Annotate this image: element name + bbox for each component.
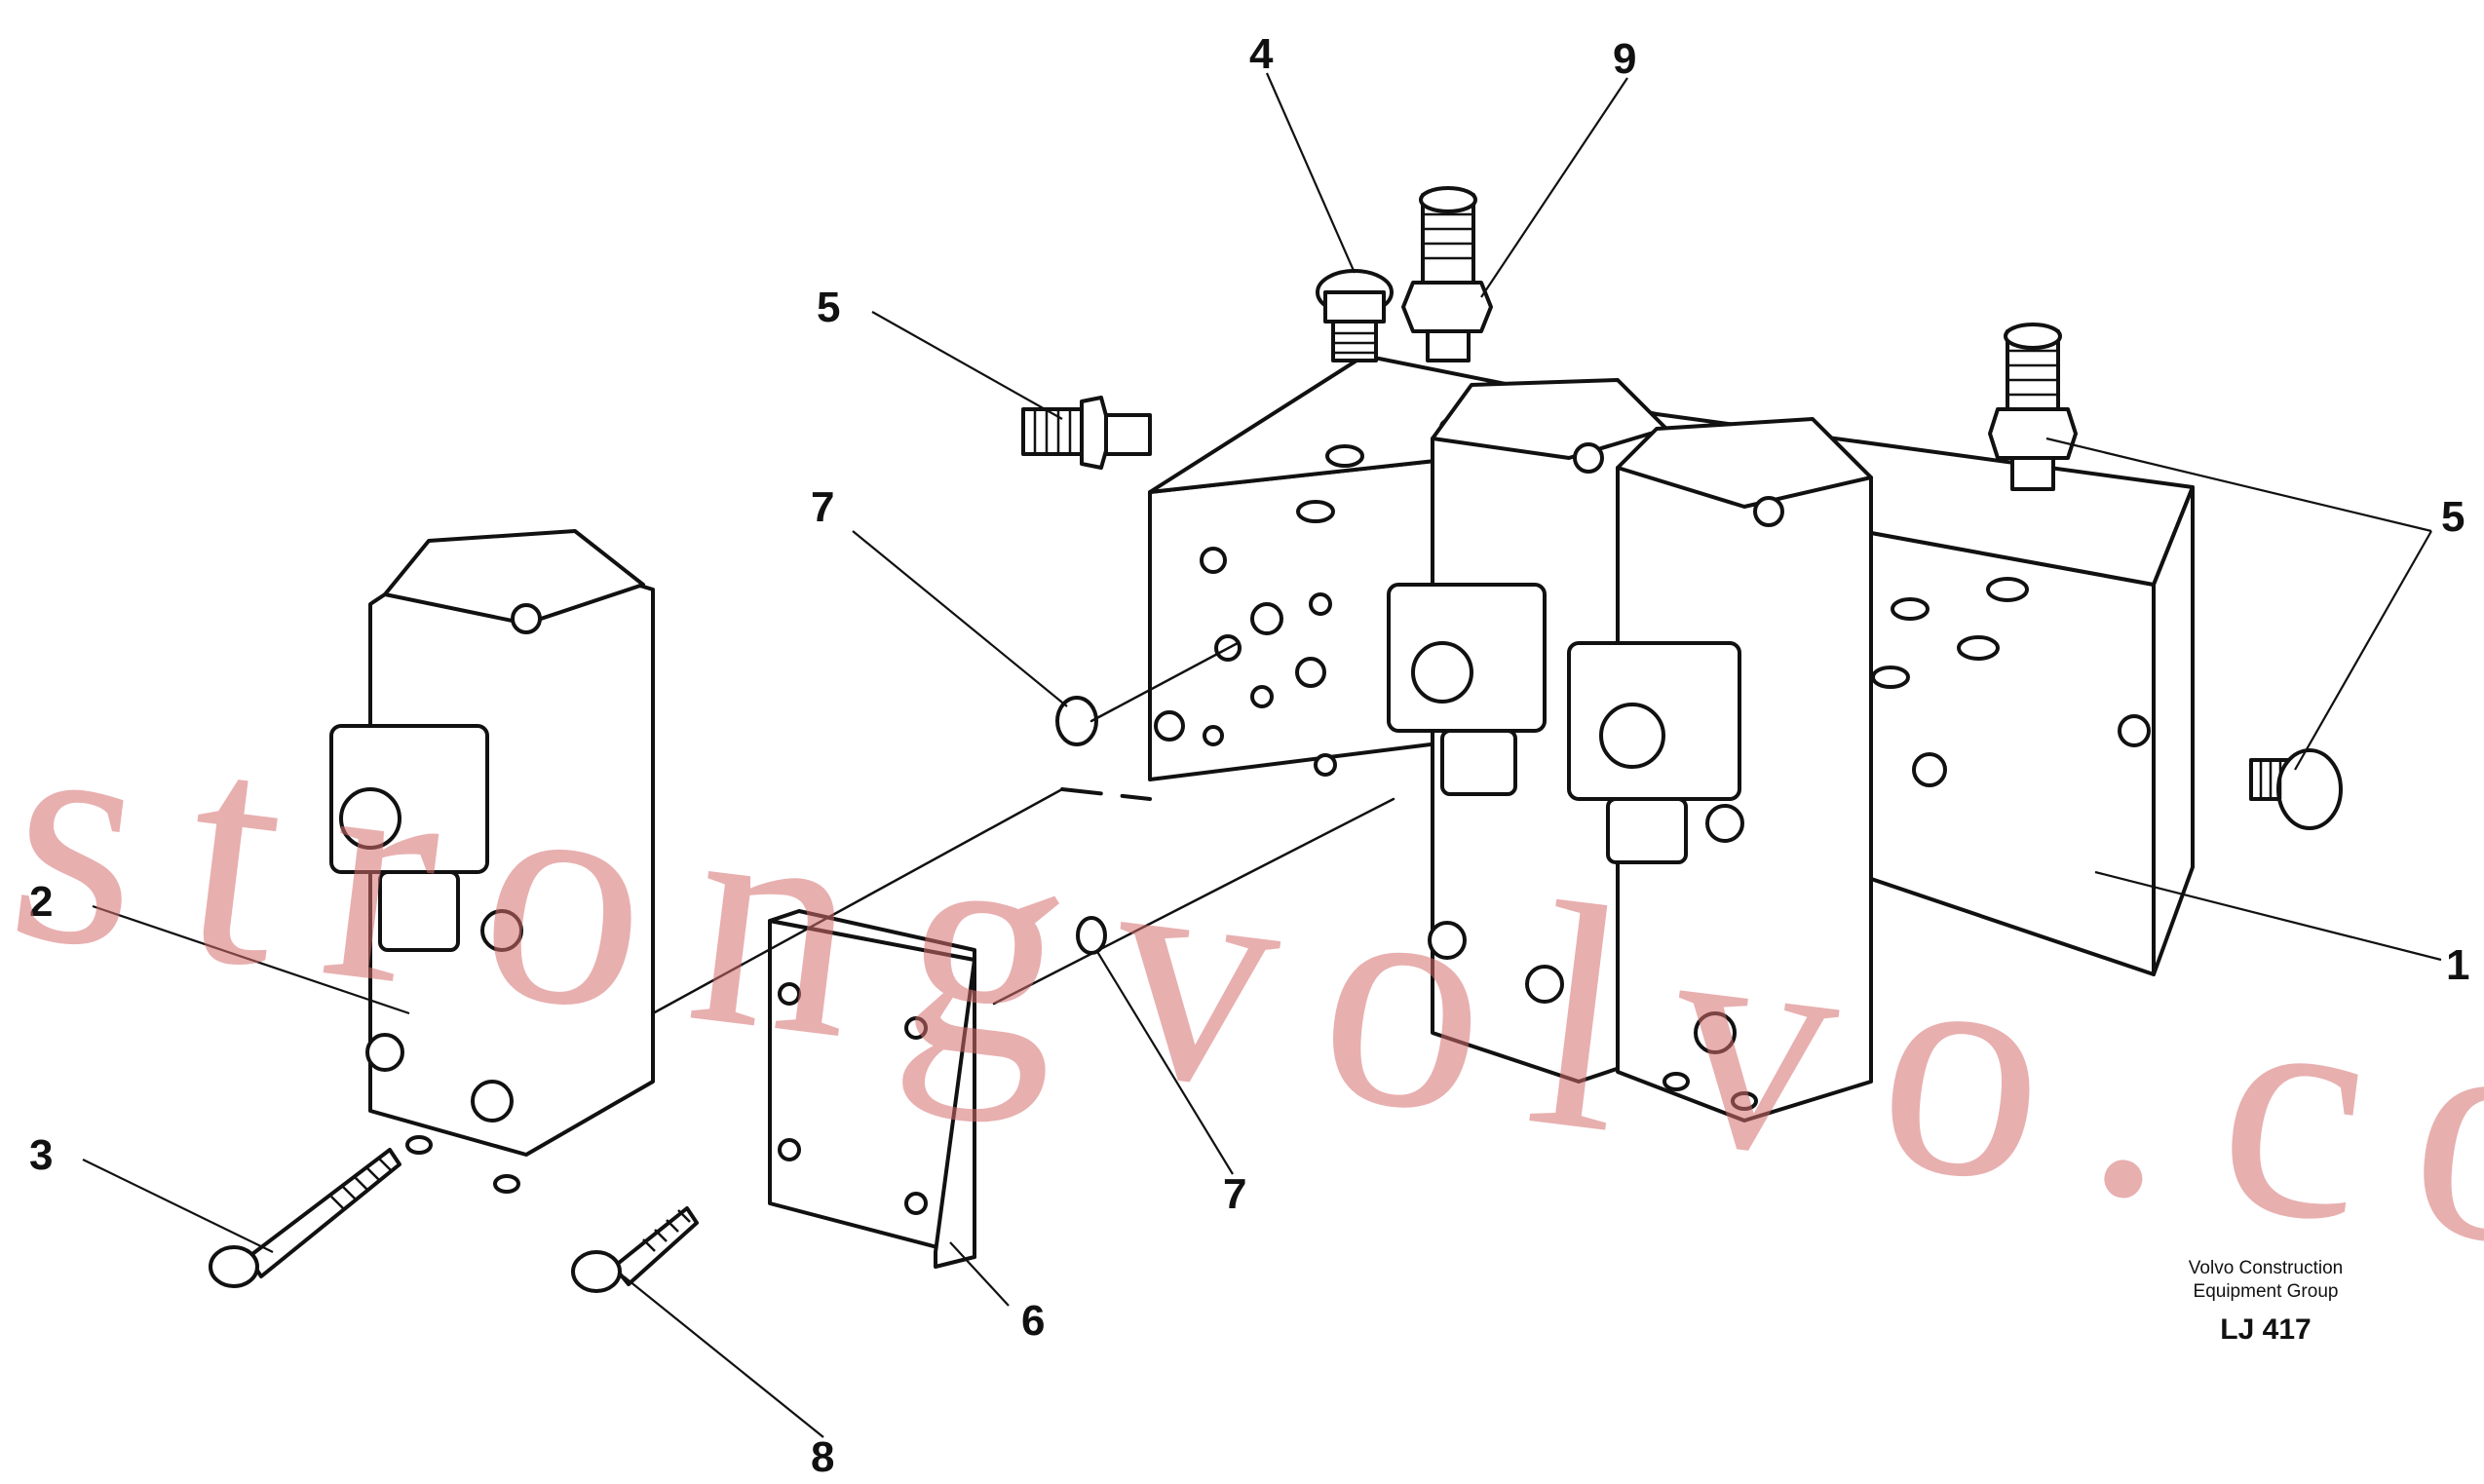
screw-part-3 [209,1148,401,1288]
caption-line-1: Volvo Construction [2188,1258,2344,1278]
callout-labels: 1 2 3 4 5 5 6 7 7 8 9 [29,30,2469,1481]
solenoid-valve [329,529,655,1194]
cover-plate [768,909,976,1269]
fitting-part-9 [1401,186,1493,362]
callout-8: 8 [811,1433,834,1481]
mounted-solenoid-valve-1 [1387,378,1668,1084]
diagram-caption: Volvo Construction Equipment Group LJ 41… [2105,1257,2427,1347]
callout-7-upper: 7 [811,483,834,531]
fitting-part-5-right [1988,323,2078,491]
plug-part-4 [1316,269,1394,362]
diagram-reference-code: LJ 417 [2220,1313,2312,1346]
callout-6: 6 [1021,1297,1045,1345]
mounted-solenoid-valve-2 [1567,417,1873,1123]
assembly-guide-lines [651,641,1395,1015]
callout-4: 4 [1249,30,1274,78]
caption-line-2: Equipment Group [2193,1281,2339,1302]
callout-3: 3 [29,1131,53,1179]
callout-1: 1 [2446,941,2469,989]
callout-5-left: 5 [817,284,840,331]
callout-7-lower: 7 [1223,1170,1246,1218]
o-ring-lower [1076,916,1107,955]
leader-lines [82,72,2442,1438]
screw-part-8 [571,1206,699,1293]
callout-9: 9 [1613,35,1636,83]
callout-2: 2 [29,878,53,926]
o-ring-upper [1055,696,1098,746]
callout-5-right: 5 [2441,493,2465,541]
plug-part-5-side [2249,748,2343,830]
